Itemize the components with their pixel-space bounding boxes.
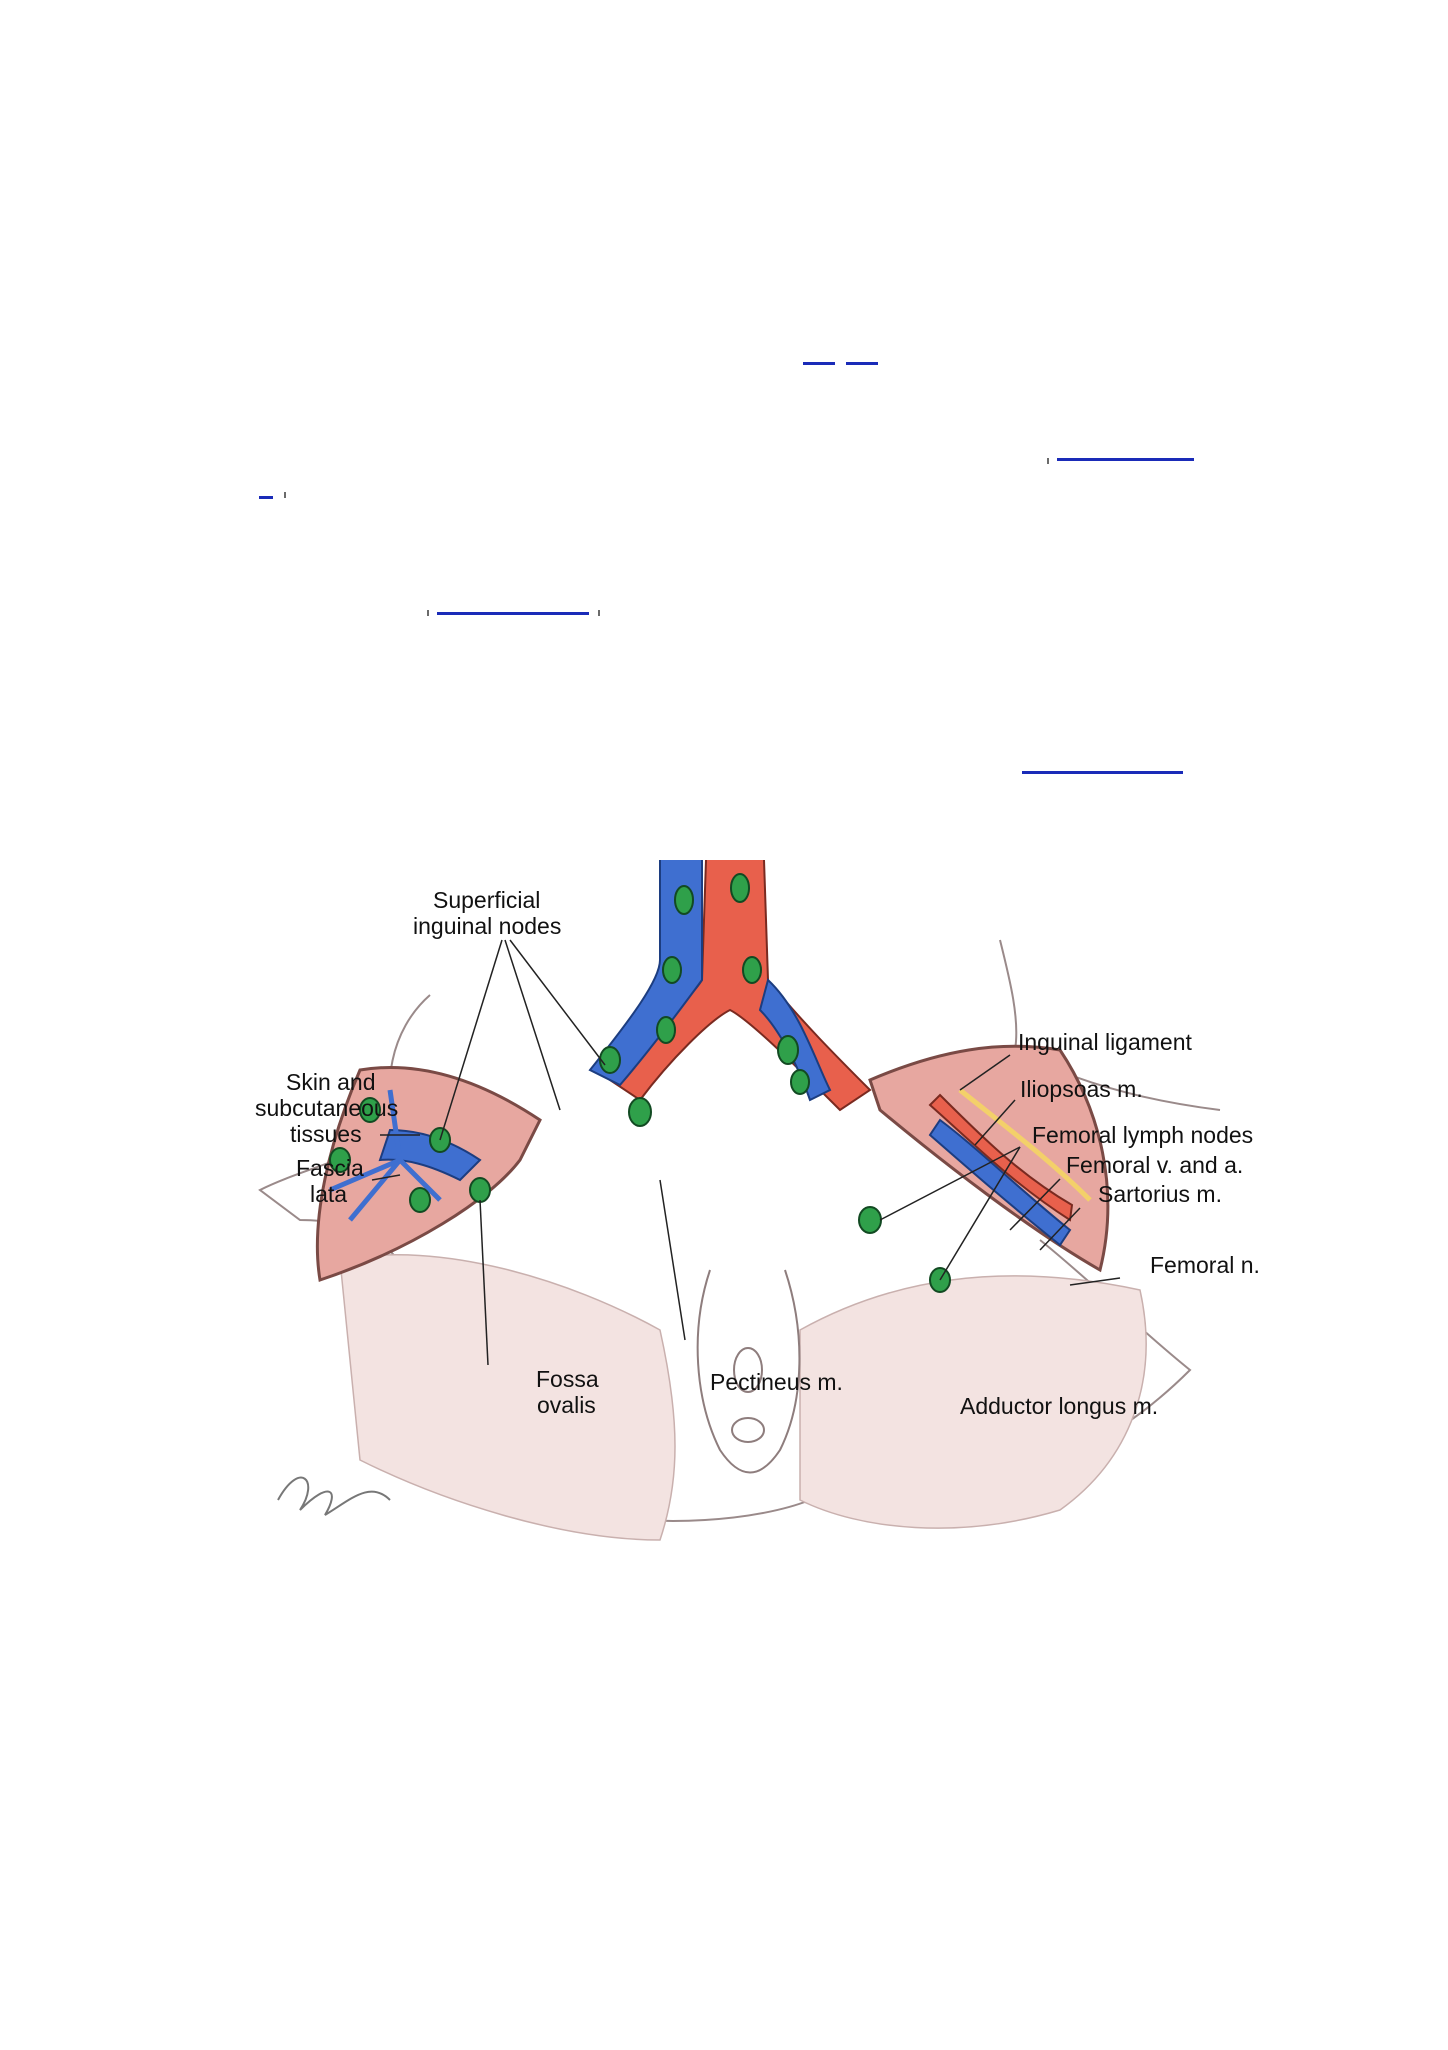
label-femoral-lymph-nodes: Femoral lymph nodes <box>1032 1122 1253 1148</box>
right-femoral-nerve <box>958 1088 1092 1202</box>
label-fascia-1: Fascia <box>296 1155 364 1181</box>
link-underline-3[interactable] <box>1057 458 1194 461</box>
right-femoral-vein <box>928 1118 1072 1247</box>
tick-mark-1 <box>1047 458 1049 464</box>
vein-trunk <box>588 860 703 1087</box>
label-fossa-1: Fossa <box>536 1366 599 1392</box>
anatomy-illustration: Superficial inguinal nodes Skin and subc… <box>255 860 1260 1541</box>
lymph-nodes <box>329 873 951 1293</box>
label-skin-2: subcutaneous <box>255 1095 398 1121</box>
perineum <box>696 1269 801 1474</box>
label-inguinal-ligament: Inguinal ligament <box>1018 1029 1193 1055</box>
label-sartorius: Sartorius m. <box>1098 1181 1222 1207</box>
left-thigh-skin <box>339 1254 676 1541</box>
label-pectineus: Pectineus m. <box>710 1369 843 1395</box>
label-skin-3: tissues <box>290 1121 362 1147</box>
link-underline-4[interactable] <box>259 496 273 499</box>
label-adductor-longus: Adductor longus m. <box>960 1393 1158 1419</box>
link-underline-5[interactable] <box>437 612 589 615</box>
label-superficial-inguinal-2: inguinal nodes <box>413 913 561 939</box>
tick-mark-2 <box>284 492 286 498</box>
label-superficial-inguinal-1: Superficial <box>433 887 540 913</box>
label-femoral-n: Femoral n. <box>1150 1252 1260 1278</box>
link-underline-6[interactable] <box>1022 771 1183 774</box>
left-saphenous-branches <box>329 1089 442 1222</box>
label-fossa-2: ovalis <box>537 1392 596 1418</box>
label-skin-1: Skin and <box>286 1069 376 1095</box>
tick-mark-3 <box>427 610 429 616</box>
label-iliopsoas: Iliopsoas m. <box>1020 1076 1143 1102</box>
link-underline-1[interactable] <box>803 362 835 365</box>
leader-lines <box>371 939 1121 1366</box>
artist-signature <box>277 1476 391 1516</box>
label-femoral-v-a: Femoral v. and a. <box>1066 1152 1243 1178</box>
tick-mark-4 <box>598 610 600 616</box>
link-underline-2[interactable] <box>846 362 878 365</box>
label-fascia-2: lata <box>310 1181 347 1207</box>
